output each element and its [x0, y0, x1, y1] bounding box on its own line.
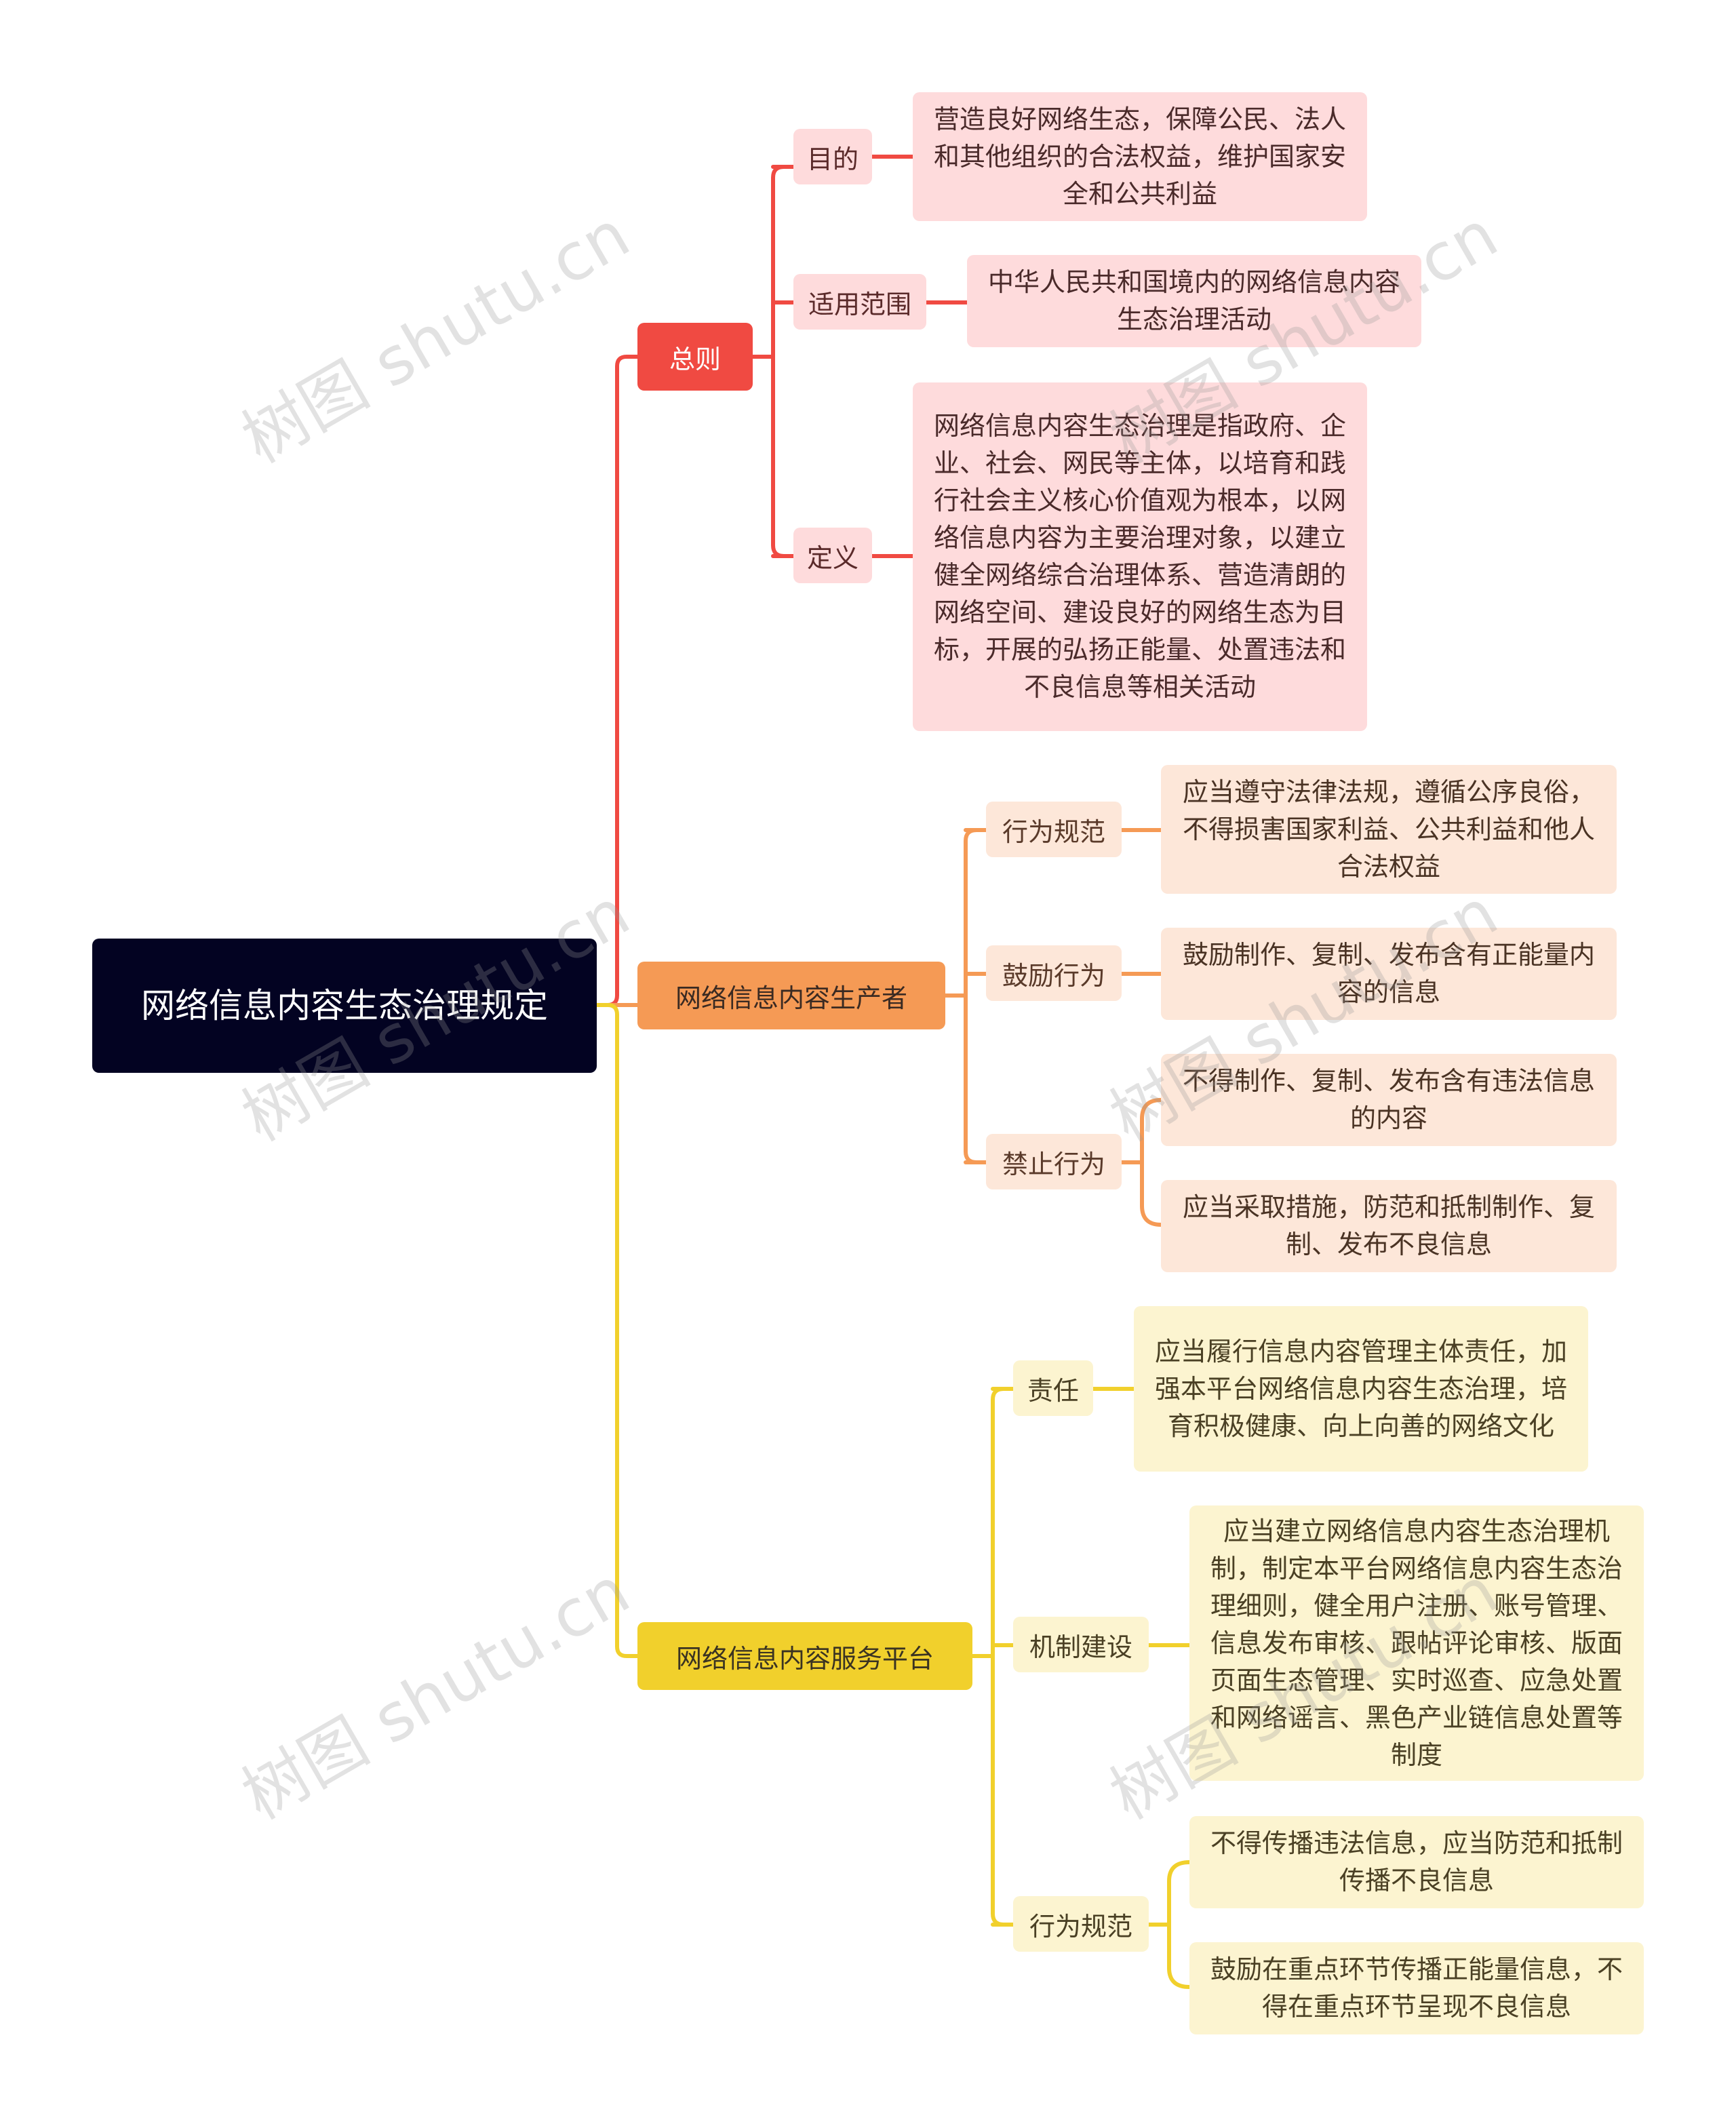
topic-label: 行为规范	[1002, 816, 1105, 847]
leaf-scope-detail[interactable]: 中华人民共和国境内的网络信息内容生态治理活动	[967, 255, 1421, 347]
topic-mechanism-building[interactable]: 机制建设	[1013, 1617, 1149, 1672]
leaf-text: 网络信息内容生态治理是指政府、企业、社会、网民等主体，以培育和践行社会主义核心价…	[933, 411, 1346, 702]
leaf-text: 营造良好网络生态，保障公民、法人和其他组织的合法权益，维护国家安全和公共利益	[933, 104, 1346, 209]
leaf-producer-conduct-detail[interactable]: 应当遵守法律法规，遵循公序良俗，不得损害国家利益、公共利益和他人合法权益	[1161, 765, 1617, 894]
leaf-prohibited-acts-detail-1[interactable]: 不得制作、复制、发布含有违法信息的内容	[1161, 1054, 1617, 1146]
root-topic[interactable]: 网络信息内容生态治理规定	[92, 939, 597, 1073]
connector-b3-trunk	[991, 1387, 1006, 1927]
connector-b2-trunk	[964, 828, 979, 1164]
topic-label: 禁止行为	[1002, 1149, 1105, 1179]
topic-platform-conduct[interactable]: 行为规范	[1013, 1896, 1149, 1952]
leaf-platform-conduct-detail-1[interactable]: 不得传播违法信息，应当防范和抵制传播不良信息	[1189, 1816, 1644, 1908]
leaf-prohibited-acts-detail-2[interactable]: 应当采取措施，防范和抵制制作、复制、发布不良信息	[1161, 1180, 1617, 1272]
leaf-text: 应当履行信息内容管理主体责任，加强本平台网络信息内容生态治理，培育积极健康、向上…	[1154, 1336, 1567, 1441]
topic-label: 适用范围	[808, 289, 911, 319]
topic-prohibited-acts[interactable]: 禁止行为	[986, 1134, 1122, 1189]
branch-label: 网络信息内容生产者	[675, 983, 907, 1013]
topic-scope[interactable]: 适用范围	[793, 274, 926, 330]
topic-platform-responsibility[interactable]: 责任	[1013, 1360, 1093, 1416]
topic-label: 定义	[806, 543, 859, 573]
leaf-text: 应当采取措施，防范和抵制制作、复制、发布不良信息	[1182, 1192, 1595, 1259]
topic-label: 机制建设	[1029, 1632, 1132, 1662]
leaf-mechanism-building-detail[interactable]: 应当建立网络信息内容生态治理机制，制定本平台网络信息内容生态治理细则，健全用户注…	[1189, 1505, 1644, 1781]
leaf-definition-detail[interactable]: 网络信息内容生态治理是指政府、企业、社会、网民等主体，以培育和践行社会主义核心价…	[913, 382, 1367, 731]
leaf-text: 鼓励在重点环节传播正能量信息，不得在重点环节呈现不良信息	[1210, 1954, 1623, 2022]
connector-b3-c3-fork	[1167, 1860, 1191, 1989]
leaf-text: 不得传播违法信息，应当防范和抵制传播不良信息	[1210, 1828, 1623, 1895]
branch-service-platforms[interactable]: 网络信息内容服务平台	[637, 1622, 972, 1690]
leaf-encouraged-acts-detail[interactable]: 鼓励制作、复制、发布含有正能量内容的信息	[1161, 928, 1617, 1020]
topic-label: 目的	[806, 144, 859, 174]
leaf-text: 应当遵守法律法规，遵循公序良俗，不得损害国家利益、公共利益和他人合法权益	[1182, 776, 1595, 882]
connector-b2-c3-fork	[1140, 1098, 1163, 1227]
root-topic-label: 网络信息内容生态治理规定	[141, 986, 548, 1025]
leaf-platform-conduct-detail-2[interactable]: 鼓励在重点环节传播正能量信息，不得在重点环节呈现不良信息	[1189, 1942, 1644, 2034]
topic-label: 行为规范	[1029, 1911, 1132, 1942]
topic-label: 责任	[1027, 1375, 1079, 1406]
leaf-text: 不得制作、复制、发布含有违法信息的内容	[1182, 1066, 1595, 1133]
branch-label: 网络信息内容服务平台	[675, 1643, 934, 1674]
leaf-text: 应当建立网络信息内容生态治理机制，制定本平台网络信息内容生态治理细则，健全用户注…	[1210, 1516, 1623, 1770]
leaf-text: 鼓励制作、复制、发布含有正能量内容的信息	[1182, 940, 1595, 1007]
topic-encouraged-acts[interactable]: 鼓励行为	[986, 945, 1122, 1001]
branch-content-producers[interactable]: 网络信息内容生产者	[637, 962, 945, 1029]
topic-producer-conduct[interactable]: 行为规范	[986, 802, 1122, 857]
leaf-platform-responsibility-detail[interactable]: 应当履行信息内容管理主体责任，加强本平台网络信息内容生态治理，培育积极健康、向上…	[1134, 1306, 1588, 1472]
branch-label: 总则	[669, 344, 721, 374]
connector-root-branch-3	[595, 1003, 639, 1658]
connector-root-branch-1	[595, 355, 639, 1007]
leaf-purpose-detail[interactable]: 营造良好网络生态，保障公民、法人和其他组织的合法权益，维护国家安全和公共利益	[913, 92, 1367, 221]
branch-general-provisions[interactable]: 总则	[637, 323, 753, 391]
connector-b1-trunk	[771, 165, 786, 558]
topic-definition[interactable]: 定义	[793, 528, 872, 583]
topic-purpose[interactable]: 目的	[793, 129, 872, 184]
topic-label: 鼓励行为	[1002, 960, 1105, 991]
leaf-text: 中华人民共和国境内的网络信息内容生态治理活动	[987, 267, 1400, 334]
